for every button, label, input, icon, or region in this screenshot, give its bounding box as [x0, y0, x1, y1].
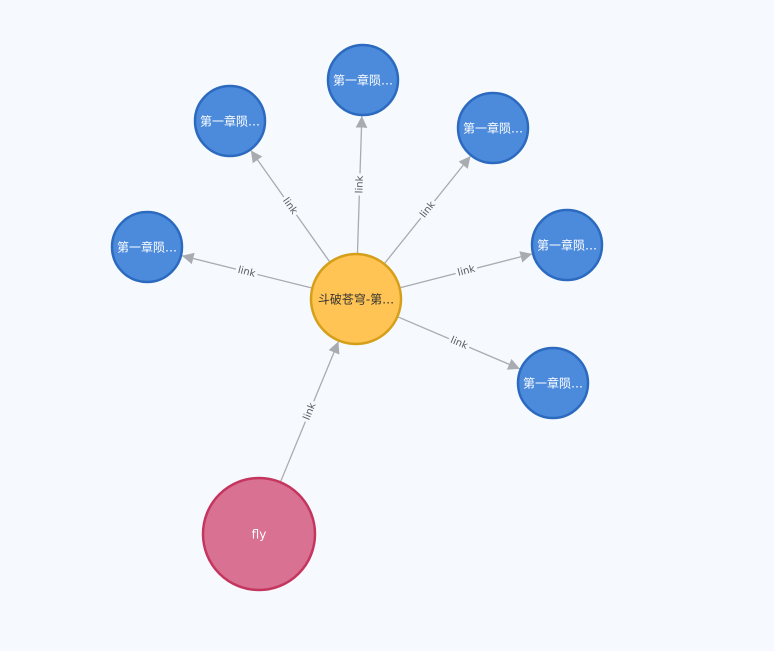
edge-book-c5[interactable]: link: [400, 251, 533, 289]
node-circle[interactable]: [456, 91, 530, 165]
chapter-node-c5[interactable]: 第一章陨…: [530, 208, 604, 282]
edge-book-c2[interactable]: link: [250, 150, 330, 262]
edge-label-background: [352, 173, 367, 196]
edge-label: link: [354, 175, 366, 193]
node-circle[interactable]: [110, 210, 184, 284]
node-label: 第一章陨…: [117, 240, 177, 255]
node-circle[interactable]: [193, 84, 267, 158]
node-circle[interactable]: [326, 43, 400, 117]
node-label: fly: [252, 528, 267, 542]
book-node-book[interactable]: 斗破苍穹-第…: [309, 252, 403, 346]
node-label: 第一章陨…: [537, 238, 597, 253]
chapter-node-c1[interactable]: 第一章陨…: [110, 210, 184, 284]
node-circle[interactable]: [201, 476, 317, 592]
edge-book-c4[interactable]: link: [384, 155, 471, 264]
edge-label-background: [415, 196, 440, 222]
node-label: 第一章陨…: [463, 121, 523, 136]
node-label: 第一章陨…: [523, 376, 583, 391]
chapter-node-c3[interactable]: 第一章陨…: [326, 43, 400, 117]
edge-book-c3[interactable]: link: [352, 115, 368, 254]
edge-label-background: [278, 192, 303, 219]
node-circle[interactable]: [530, 208, 604, 282]
edge-label-group: link: [352, 173, 367, 196]
chapter-node-c4[interactable]: 第一章陨…: [456, 91, 530, 165]
edge-label-group: link: [298, 398, 320, 424]
node-circle[interactable]: [309, 252, 403, 346]
edge-label: link: [237, 265, 257, 280]
edge-label-background: [446, 332, 472, 353]
node-circle[interactable]: [516, 346, 590, 420]
edge-fly-book[interactable]: link: [280, 341, 340, 482]
edge-book-c6[interactable]: link: [398, 316, 521, 370]
edge-label-group: link: [278, 192, 303, 219]
node-label: 第一章陨…: [333, 73, 393, 88]
edge-label: link: [457, 264, 477, 279]
edge-label-background: [453, 261, 479, 280]
node-label: 第一章陨…: [200, 114, 260, 129]
edge-label-group: link: [446, 332, 472, 353]
node-label: 斗破苍穹-第…: [318, 292, 394, 307]
edge-label-group: link: [453, 261, 479, 280]
edge-label-background: [234, 262, 260, 281]
edge-label-group: link: [234, 262, 260, 281]
edge-label-background: [298, 398, 320, 424]
chapter-node-c6[interactable]: 第一章陨…: [516, 346, 590, 420]
person-node-fly[interactable]: fly: [201, 476, 317, 592]
chapter-node-c2[interactable]: 第一章陨…: [193, 84, 267, 158]
nodes-layer: 斗破苍穹-第… fly 第一章陨… 第一章陨… 第一章陨… 第一章陨… 第一章陨… 第一章陨…: [110, 43, 604, 592]
edge-book-c1[interactable]: link: [181, 252, 312, 289]
